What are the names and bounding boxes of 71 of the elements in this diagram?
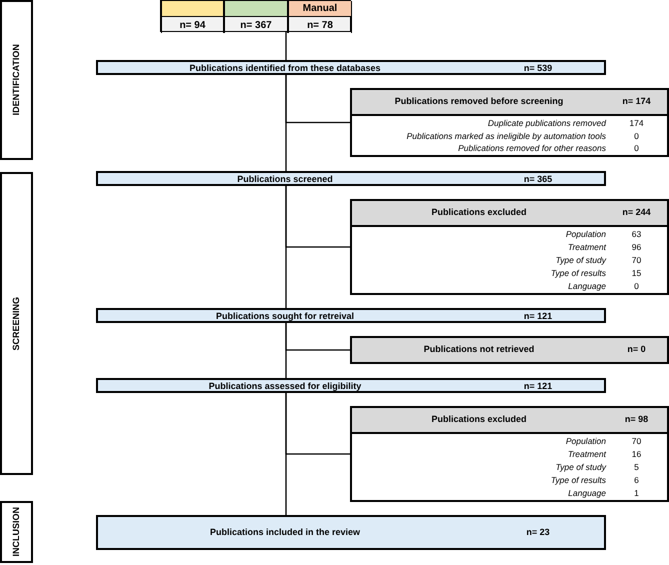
count-value: n= 539 [524, 62, 552, 75]
connector-line [285, 323, 287, 378]
connector-line [285, 32, 287, 60]
stage-box [0, 172, 33, 475]
count-value: n= 121 [524, 380, 552, 393]
exclusion-box [350, 88, 669, 157]
source-table [160, 0, 351, 32]
reason-label: Treatment [568, 241, 606, 253]
reason-count: 16 [632, 448, 642, 460]
reason-label: Type of results [550, 474, 606, 486]
reason-label: Type of results [550, 267, 606, 279]
source-header: Manual [289, 1, 351, 17]
count-value: n= 23 [526, 526, 550, 539]
process-box [96, 60, 606, 75]
reason-label: Type of study [556, 254, 606, 266]
reason-label: Population [566, 228, 606, 240]
box-title: Publications screened [237, 173, 333, 186]
reason-count: 5 [634, 461, 639, 473]
reason-count: 0 [634, 142, 639, 154]
connector-line [285, 186, 287, 308]
process-box [96, 308, 606, 323]
count-value: n= 121 [524, 310, 552, 323]
count-value: n= 78 [307, 18, 333, 32]
count-value: n= 98 [624, 413, 648, 426]
reason-count: 1 [634, 487, 639, 499]
reason-count: 0 [634, 130, 639, 142]
box-title: Publications identified from these databases [189, 62, 381, 75]
reason-count: 0 [634, 280, 639, 292]
stage-box [0, 0, 33, 160]
stage-label: IDENTIFICATION [10, 44, 22, 116]
stage-label: INCLUSION [10, 507, 22, 557]
count-value: n= 244 [622, 206, 651, 220]
connector-line [285, 75, 287, 171]
reason-label: Treatment [568, 448, 606, 460]
exclusion-box [350, 406, 669, 502]
box-title: Publications excluded [431, 206, 527, 220]
reason-label: Language [568, 487, 606, 499]
reason-label: Publications marked as ineligible by automation tools [406, 130, 606, 142]
count-value: n= 174 [622, 95, 651, 108]
box-title: Publications assessed for eligibility [208, 380, 362, 393]
reason-count: 15 [632, 267, 642, 279]
reason-label: Publications removed for other reasons [458, 142, 606, 154]
exclusion-box [350, 199, 669, 295]
count-value: n= 0 [627, 343, 646, 356]
box-title: Publications not retrieved [424, 343, 534, 356]
process-box [96, 515, 606, 550]
source-column [288, 1, 352, 33]
reason-label: Duplicate publications removed [488, 116, 606, 129]
count-value: n= 365 [524, 173, 552, 186]
reason-count: 70 [632, 254, 642, 266]
box-title: Publications included in the review [210, 526, 360, 539]
connector-line [285, 393, 287, 515]
count-value: n= 367 [240, 18, 272, 32]
reason-label: Type of study [556, 461, 606, 473]
reason-count: 96 [632, 241, 642, 253]
box-title: Publications sought for retreival [216, 310, 354, 323]
count-value: n= 94 [180, 18, 206, 32]
reason-count: 174 [629, 116, 644, 129]
stage-label: SCREENING [10, 296, 22, 350]
reason-count: 63 [632, 228, 642, 240]
process-box [96, 171, 606, 186]
box-title: Publications removed before screening [394, 95, 564, 108]
reason-label: Population [566, 435, 606, 447]
reason-label: Language [568, 280, 606, 292]
process-box [96, 378, 606, 393]
source-column [224, 1, 288, 33]
reason-count: 70 [632, 435, 642, 447]
box-title: Publications excluded [431, 413, 527, 426]
source-column [161, 1, 224, 33]
reason-count: 6 [634, 474, 639, 486]
stage-box [0, 501, 33, 563]
